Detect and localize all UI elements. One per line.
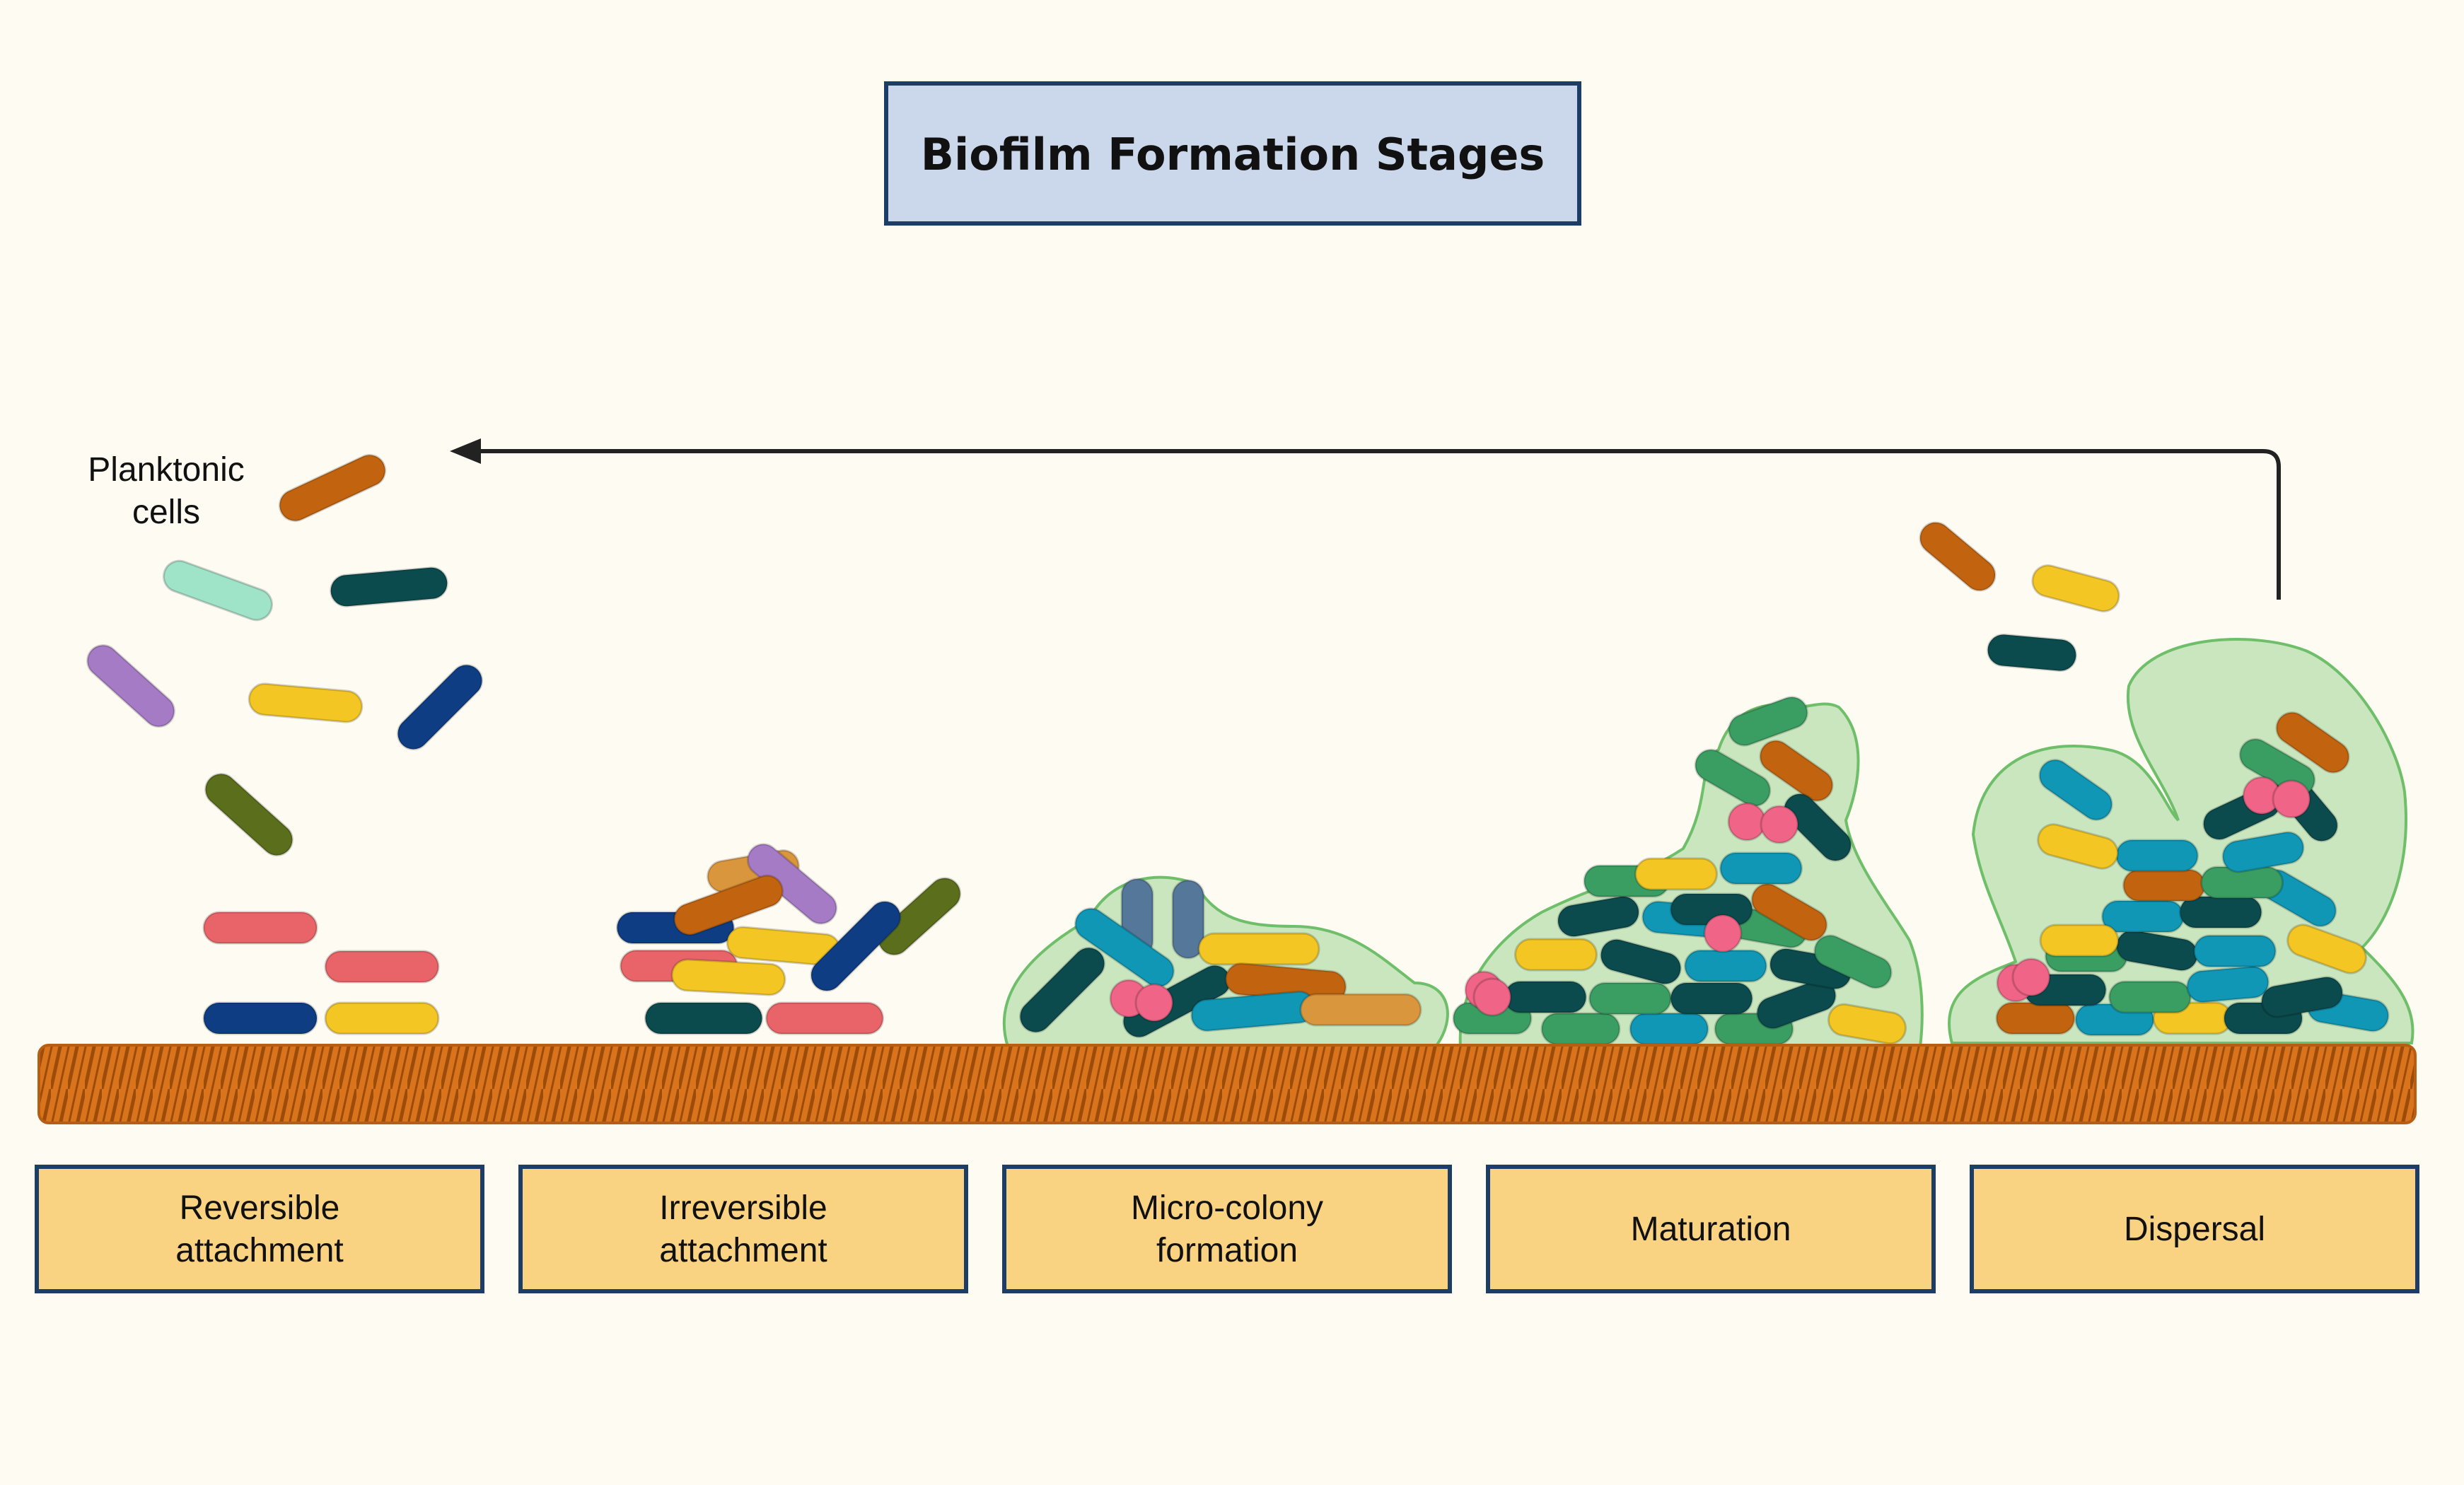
attached-cell-icon <box>1299 993 1422 1027</box>
attached-cell-icon <box>1756 979 1837 1030</box>
planktonic-cell-icon <box>162 559 274 622</box>
attached-cell-icon <box>1783 793 1852 862</box>
stage-label-line-2: formation <box>1156 1232 1298 1269</box>
attached-cell-icon <box>670 958 786 996</box>
planktonic-cell-icon <box>330 566 448 607</box>
attached-cell-icon <box>2115 839 2199 873</box>
attached-cell-icon <box>2286 924 2367 974</box>
attached-cell-icon <box>1719 851 1803 885</box>
attached-cell-icon <box>324 950 440 984</box>
planktonic-cell-icon <box>248 682 364 723</box>
coccus-cell-icon <box>1703 914 1743 953</box>
attached-cell-icon <box>1827 1003 1907 1045</box>
attached-cell-icon <box>1197 932 1320 966</box>
attached-cell-icon <box>1750 883 1828 942</box>
stage-label-line-1: Maturation <box>1631 1211 1791 1248</box>
attached-cell-icon <box>2122 868 2206 902</box>
attached-cell-icon <box>2038 759 2113 821</box>
planktonic-label-line-1: Planktonic <box>88 451 244 489</box>
attached-cell-icon <box>202 1001 318 1035</box>
attached-cell-icon <box>1019 947 1105 1033</box>
attached-cell-icon <box>1684 949 1767 983</box>
attached-cell-icon <box>1171 879 1205 960</box>
attached-cell-icon <box>2186 965 2270 1003</box>
attached-cell-icon <box>2039 924 2120 957</box>
coccus-cell-icon <box>1472 977 1512 1017</box>
attached-cell-icon <box>1670 982 1753 1015</box>
planktonic-cell-icon <box>1987 633 2077 672</box>
attached-cell-icon <box>1634 857 1718 891</box>
attached-cell-icon <box>2101 899 2185 933</box>
stage-box-maturation: Maturation <box>1486 1165 1936 1293</box>
planktonic-cell-icon <box>1919 521 1997 592</box>
dispersal-return-arrow-icon <box>450 438 2281 600</box>
attached-cell-icon <box>2037 823 2119 870</box>
attached-cell-icon <box>2260 976 2344 1018</box>
stage-label-line-1: Reversible <box>180 1189 340 1227</box>
attached-cell-icon <box>673 874 784 936</box>
attached-cell-icon <box>1557 895 1640 938</box>
stage-boxes: Reversible attachment Irreversible attac… <box>35 1165 2419 1293</box>
stage-box-micro-colony-formation: Micro-colony formation <box>1002 1165 1452 1293</box>
attached-cell-icon <box>1540 1012 1621 1046</box>
attached-cell-icon <box>1813 934 1893 989</box>
substratum-surface-icon <box>37 1044 2417 1124</box>
planktonic-cell-icon <box>204 773 294 856</box>
attached-cell-icon <box>202 911 318 945</box>
planktonic-label: Planktonic cells <box>88 451 244 531</box>
planktonic-cell-icon <box>278 453 387 523</box>
attached-cell-icon <box>1504 980 1587 1014</box>
attached-cell-icon <box>2275 711 2350 774</box>
diagram-title: Biofilm Formation Stages <box>921 129 1545 180</box>
coccus-cell-icon <box>2272 779 2311 819</box>
stage-box-irreversible-attachment: Irreversible attachment <box>518 1165 968 1293</box>
attached-cell-icon <box>1600 938 1682 985</box>
attached-cell-icon <box>1074 907 1175 988</box>
attached-cell-icon <box>1995 1001 2076 1035</box>
stage-label-line-1: Irreversible <box>659 1189 827 1227</box>
attached-cell-icon <box>2108 980 2192 1014</box>
attached-cell-icon <box>1759 740 1834 802</box>
attached-cell-icon <box>810 900 902 992</box>
stage-label-line-2: attachment <box>659 1232 827 1269</box>
attached-cell-icon <box>765 1001 884 1035</box>
planktonic-label-line-2: cells <box>132 494 200 531</box>
cell-layer <box>86 453 2390 1046</box>
stage-label-line-1: Dispersal <box>2124 1211 2265 1248</box>
attached-cell-icon <box>746 843 838 925</box>
attached-cell-icon <box>1728 696 1808 747</box>
attached-cell-icon <box>644 1001 763 1035</box>
attached-cell-icon <box>324 1001 440 1035</box>
stage-label-line-2: attachment <box>175 1232 343 1269</box>
stage-box-reversible-attachment: Reversible attachment <box>35 1165 484 1293</box>
attached-cell-icon <box>1694 748 1772 808</box>
attached-cell-icon <box>2193 934 2277 968</box>
attached-cell-icon <box>1629 1012 1709 1046</box>
attached-cell-icon <box>877 877 962 956</box>
planktonic-cell-icon <box>86 644 175 728</box>
attached-cell-icon <box>1514 938 1598 972</box>
coccus-cell-icon <box>1134 983 1174 1023</box>
attached-cell-icon <box>1588 982 1672 1015</box>
coccus-cell-icon <box>2011 957 2051 997</box>
coccus-cell-icon <box>1760 805 1799 844</box>
stage-box-dispersal: Dispersal <box>1970 1165 2419 1293</box>
planktonic-cell-icon <box>397 664 483 750</box>
coccus-cell-icon <box>1727 802 1767 842</box>
planktonic-cell-icon <box>2031 564 2120 612</box>
stage-label-line-1: Micro-colony <box>1131 1189 1323 1227</box>
attached-cell-icon <box>2221 831 2305 873</box>
title-box: Biofilm Formation Stages <box>884 81 1581 226</box>
